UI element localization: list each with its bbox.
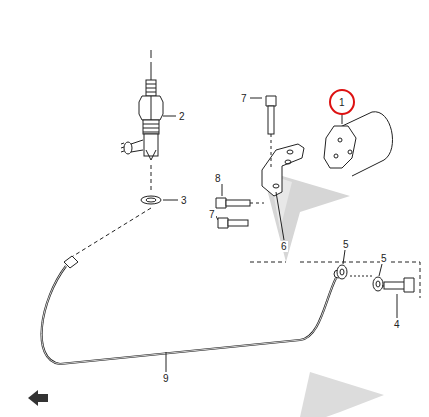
callout-number: 7 bbox=[208, 209, 216, 220]
callout-number: 5 bbox=[342, 239, 350, 250]
callout-number: 7 bbox=[240, 93, 248, 104]
callout-number: 8 bbox=[214, 173, 222, 184]
callout-number: 4 bbox=[393, 319, 401, 330]
bolt-part bbox=[216, 216, 248, 228]
bracket-part bbox=[262, 144, 304, 240]
callout-number: 5 bbox=[380, 253, 388, 264]
bolt-part bbox=[250, 96, 276, 170]
bolt-part bbox=[384, 278, 414, 318]
callout-number: 1 bbox=[338, 97, 346, 108]
callout-number: 3 bbox=[180, 195, 188, 206]
bolt-part bbox=[216, 184, 264, 208]
washer-part bbox=[337, 250, 383, 291]
forward-arrow-icon bbox=[28, 390, 48, 406]
callout-number: 9 bbox=[162, 373, 170, 384]
cable-part bbox=[42, 256, 342, 372]
sensor-part bbox=[121, 50, 178, 204]
callout-number: 2 bbox=[178, 111, 186, 122]
sender-unit-part bbox=[324, 90, 393, 176]
callout-number: 6 bbox=[280, 241, 288, 252]
watermark-shape bbox=[300, 372, 384, 417]
watermark-shape bbox=[262, 170, 350, 262]
